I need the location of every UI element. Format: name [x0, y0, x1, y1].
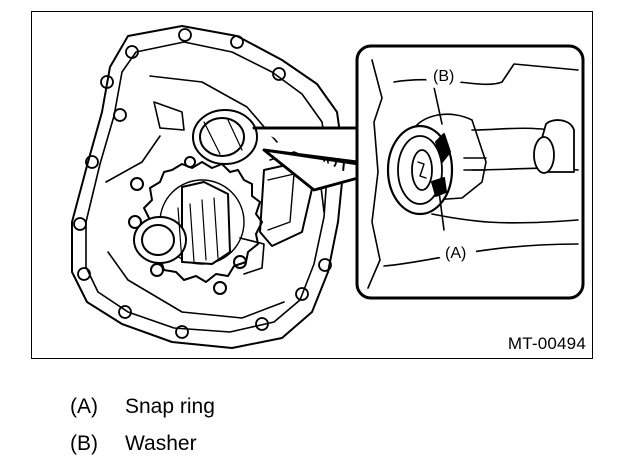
legend-row-snap-ring: (A) Snap ring [70, 388, 215, 425]
legend-text: Snap ring [125, 395, 215, 418]
legend-key: (B) [70, 432, 98, 455]
callout-label-b: (B) [433, 68, 454, 85]
figure-id-label: MT-00494 [507, 334, 586, 353]
callout-label-a: (A) [445, 245, 466, 262]
legend-row-washer: (B) Washer [70, 425, 215, 462]
drive-gear [128, 156, 263, 295]
legend-key: (A) [70, 395, 98, 418]
transmission-illustration: (B) (A) [71, 25, 585, 349]
detail-callout-pointer [252, 126, 360, 192]
bearing-bore [192, 109, 258, 165]
parts-legend: (A) Snap ring (B) Washer [70, 388, 215, 462]
illustration-frame: (B) (A) MT-00494 [31, 11, 593, 359]
bolt-holes [73, 28, 337, 339]
legend-text: Washer [125, 432, 197, 455]
detail-inset [355, 44, 585, 300]
